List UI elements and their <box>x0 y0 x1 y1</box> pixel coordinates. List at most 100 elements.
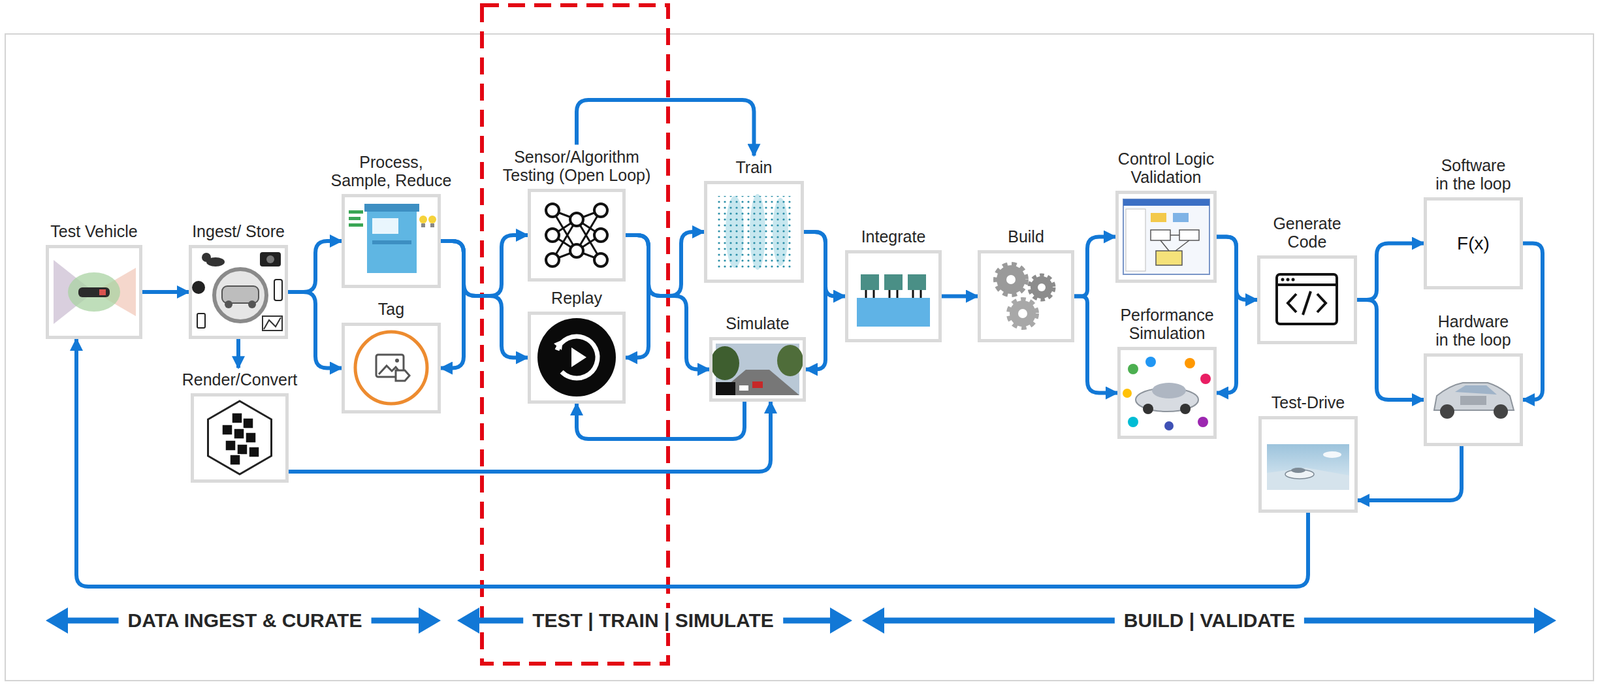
phase-label: BUILD | VALIDATE <box>1114 608 1305 633</box>
control-logic-screenshot-part <box>1155 250 1183 266</box>
step-label: Simulate <box>692 314 823 334</box>
integrate-icon-part <box>860 274 880 290</box>
ingest-store-icon-part <box>259 252 281 267</box>
flow-arrow <box>288 240 342 292</box>
process-step: Train <box>688 158 820 283</box>
process-step: Test-Drive <box>1242 393 1374 513</box>
step-label: Control Logic Validation <box>1110 149 1223 188</box>
icon-box <box>190 393 289 483</box>
step-label: Build <box>960 227 1092 247</box>
icon-box <box>527 188 626 282</box>
render-convert-icon-part-part <box>231 412 243 424</box>
performance-car-icon-part <box>1164 421 1174 431</box>
hardware-car-icon-part <box>1460 395 1487 405</box>
flow-arrow <box>941 294 978 299</box>
ingest-store-icon-part <box>197 313 206 328</box>
phase-arrow-part <box>1534 607 1557 634</box>
icon-box: F(x) <box>1423 197 1523 290</box>
process-step: Performance Simulation <box>1110 305 1224 440</box>
flow-arrow <box>1357 446 1462 501</box>
render-convert-icon-part <box>208 400 272 475</box>
phase-arrow-part <box>45 607 68 634</box>
neural-net-icon <box>545 203 608 267</box>
process-machine-icon-part <box>372 218 399 234</box>
flow-arrow <box>1074 237 1116 297</box>
replay-icon-part <box>571 347 587 368</box>
phase-label: TEST | TRAIN | SIMULATE <box>523 608 784 633</box>
integrate-icon-part <box>856 297 930 327</box>
render-convert-icon-part-part <box>248 446 260 458</box>
phase-arrow-part <box>862 607 885 634</box>
step-label: Render/Convert <box>164 370 315 390</box>
flow-arrow <box>1522 243 1543 401</box>
process-step: Software in the loopF(x) <box>1423 156 1523 290</box>
flow-arrow <box>1216 237 1237 394</box>
step-label: Performance Simulation <box>1110 305 1224 344</box>
code-window-icon-part <box>1281 278 1285 282</box>
step-label: Software in the loop <box>1434 156 1513 194</box>
performance-car-icon-part <box>1142 403 1154 415</box>
neural-net-icon-part-part <box>594 228 608 242</box>
replay-icon-part <box>553 339 563 351</box>
process-step: Render/Convert <box>164 370 315 483</box>
process-step: Build <box>960 227 1092 343</box>
ingest-store-icon-part <box>263 317 281 330</box>
code-window-icon-part <box>1276 274 1337 324</box>
frame <box>5 33 1594 681</box>
code-window-icon <box>1276 274 1337 324</box>
process-step: Process, Sample, Reduce <box>328 152 454 289</box>
render-convert-icon-part-part <box>229 454 241 465</box>
test-vehicle-icon-part <box>99 289 106 296</box>
process-step: Hardware in the loop <box>1423 312 1523 447</box>
icon-box <box>45 244 143 339</box>
performance-car-icon <box>1122 356 1211 431</box>
flow-arrow <box>576 99 755 156</box>
icon-box <box>709 336 806 402</box>
phase-arrow <box>45 607 441 634</box>
gears-icon-part <box>1009 300 1036 327</box>
performance-car-icon-part <box>1122 388 1132 398</box>
training-data-icon-part <box>714 195 795 270</box>
flow-arrow <box>803 231 826 370</box>
flow-arrow <box>236 338 241 368</box>
flow-arrow <box>440 240 528 358</box>
icon-box <box>1258 416 1358 513</box>
neural-net-icon-part-part <box>570 244 584 258</box>
code-window-icon-part <box>1276 283 1337 287</box>
simulation-scene-icon-part <box>715 369 800 396</box>
process-machine-icon-part <box>348 216 361 221</box>
simulation-scene-icon-part <box>752 381 763 388</box>
process-machine-icon <box>348 203 437 273</box>
test-drive-photo <box>1266 444 1350 490</box>
tag-icon-part <box>395 358 400 363</box>
neural-net-icon-part-part <box>594 253 608 267</box>
ingest-store-icon-part <box>222 286 259 304</box>
neural-net-icon-part-part <box>545 228 560 242</box>
phase-arrow <box>862 607 1557 634</box>
ingest-store-icon-part <box>214 269 267 322</box>
tag-icon-part <box>355 331 428 404</box>
ingest-store-icon-part <box>262 316 283 331</box>
step-label: Test Vehicle <box>28 222 160 241</box>
flow-arrow <box>1357 243 1424 301</box>
step-label: Process, Sample, Reduce <box>328 152 454 191</box>
control-logic-screenshot <box>1123 199 1210 275</box>
process-machine-icon-part <box>367 211 417 273</box>
step-label: Hardware in the loop <box>1434 312 1513 351</box>
flow-arrow <box>576 401 745 439</box>
control-logic-screenshot-part <box>1179 229 1200 241</box>
gears-icon-part <box>1018 308 1028 319</box>
neural-net-icon-part-part <box>545 253 560 267</box>
icon-box <box>1423 353 1523 447</box>
icon-box <box>1257 255 1358 345</box>
box-text: F(x) <box>1456 233 1490 255</box>
control-logic-screenshot-part <box>1123 199 1210 206</box>
performance-car-icon-part <box>1145 356 1156 368</box>
simulation-scene-icon-part <box>710 346 740 381</box>
simulation-scene-icon-part <box>715 382 736 396</box>
flow-arrow <box>625 235 710 370</box>
phase-label: DATA INGEST & CURATE <box>118 608 372 633</box>
render-convert-icon-part-part <box>233 428 245 439</box>
flow-arrow <box>625 231 704 296</box>
replay-icon-part <box>537 318 616 397</box>
